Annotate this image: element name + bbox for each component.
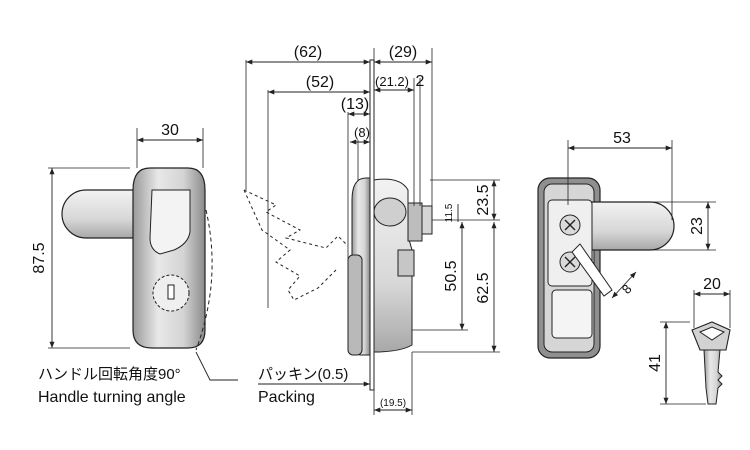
front-height-label: 87.5 xyxy=(31,242,48,273)
back-height-label: 23 xyxy=(689,217,706,235)
side-dim-50-5-label: 50.5 xyxy=(443,260,460,291)
front-view: 30 87.5 ハンドル回転角度90° Handle turning angle xyxy=(31,122,238,406)
front-caption-jp: ハンドル回転角度90° xyxy=(38,366,181,383)
front-rotation-arc xyxy=(195,209,213,351)
back-view: 53 23 8 xyxy=(537,130,716,359)
side-cam xyxy=(397,249,415,277)
side-dim-23-5-label: 23.5 xyxy=(475,184,492,215)
side-caption-en: Packing xyxy=(258,389,315,406)
side-dim-11-5-label: 11.5 xyxy=(444,203,455,222)
side-swing-outline xyxy=(243,189,349,301)
front-width-label: 30 xyxy=(161,122,179,139)
side-caption-jp: パッキン(0.5) xyxy=(258,366,348,383)
back-slot-dim-line xyxy=(611,271,637,299)
side-handle-grip xyxy=(347,254,363,356)
front-caption-en: Handle turning angle xyxy=(38,389,186,406)
key-height-label: 41 xyxy=(647,354,664,372)
side-screw-head xyxy=(421,205,433,235)
side-screw-block xyxy=(407,202,423,242)
side-dim-21-2-label: (21.2) xyxy=(375,74,409,89)
side-panel xyxy=(369,59,375,391)
key-blade xyxy=(703,349,723,405)
side-dim-8-label: (8) xyxy=(354,125,370,140)
back-slot-label: 8 xyxy=(619,281,635,296)
side-view: (62) (52) (13) (8) (29) (21.2) 2 23.5 11… xyxy=(243,44,500,415)
back-width-label: 53 xyxy=(613,130,631,147)
side-dim-29-label: (29) xyxy=(389,44,417,61)
front-handle-grip xyxy=(149,189,191,255)
key-view: 20 41 xyxy=(647,276,731,405)
front-keyhole xyxy=(167,284,175,300)
side-dim-2-label: 2 xyxy=(416,73,425,90)
side-dim-19-5-label: (19.5) xyxy=(380,398,406,409)
back-cam xyxy=(571,243,613,297)
key-width-label: 20 xyxy=(703,276,721,293)
side-dim-62-label: (62) xyxy=(294,44,322,61)
side-dim-52-label: (52) xyxy=(306,74,334,91)
side-dim-13-label: (13) xyxy=(341,96,369,113)
side-dim-62-5-label: 62.5 xyxy=(475,272,492,303)
side-mount-disc xyxy=(373,197,407,227)
